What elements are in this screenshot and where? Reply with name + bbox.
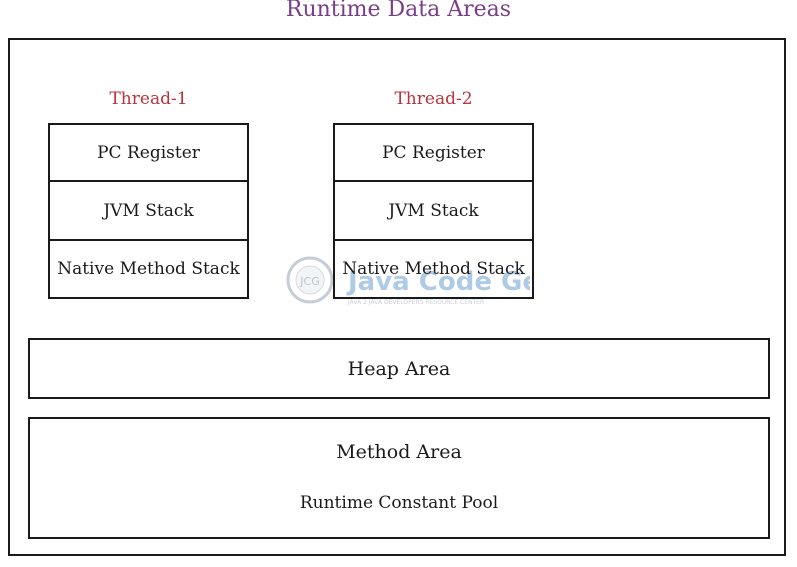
- runtime-data-areas-frame: [8, 38, 786, 556]
- thread-2-jvm-stack: JVM Stack: [335, 180, 532, 239]
- thread-1-pc-register: PC Register: [97, 142, 200, 163]
- heap-area: Heap Area: [28, 338, 770, 399]
- diagram-title: Runtime Data Areas: [285, 0, 512, 22]
- method-area-title: Method Area: [336, 441, 462, 463]
- thread-2-label: Thread-2: [394, 89, 473, 109]
- thread-1-stack: PC Register JVM Stack Native Method Stac…: [48, 123, 249, 299]
- thread-2-pc-register: PC Register: [382, 142, 485, 163]
- thread-2-native-method-stack: Native Method Stack: [335, 239, 532, 297]
- thread-1-jvm-stack: JVM Stack: [50, 180, 247, 239]
- method-area: Method Area Runtime Constant Pool: [28, 417, 770, 539]
- runtime-constant-pool: Runtime Constant Pool: [299, 493, 499, 513]
- thread-1-label: Thread-1: [109, 89, 188, 109]
- thread-2-stack: PC Register JVM Stack Native Method Stac…: [333, 123, 534, 299]
- thread-1-native-method-stack: Native Method Stack: [50, 239, 247, 297]
